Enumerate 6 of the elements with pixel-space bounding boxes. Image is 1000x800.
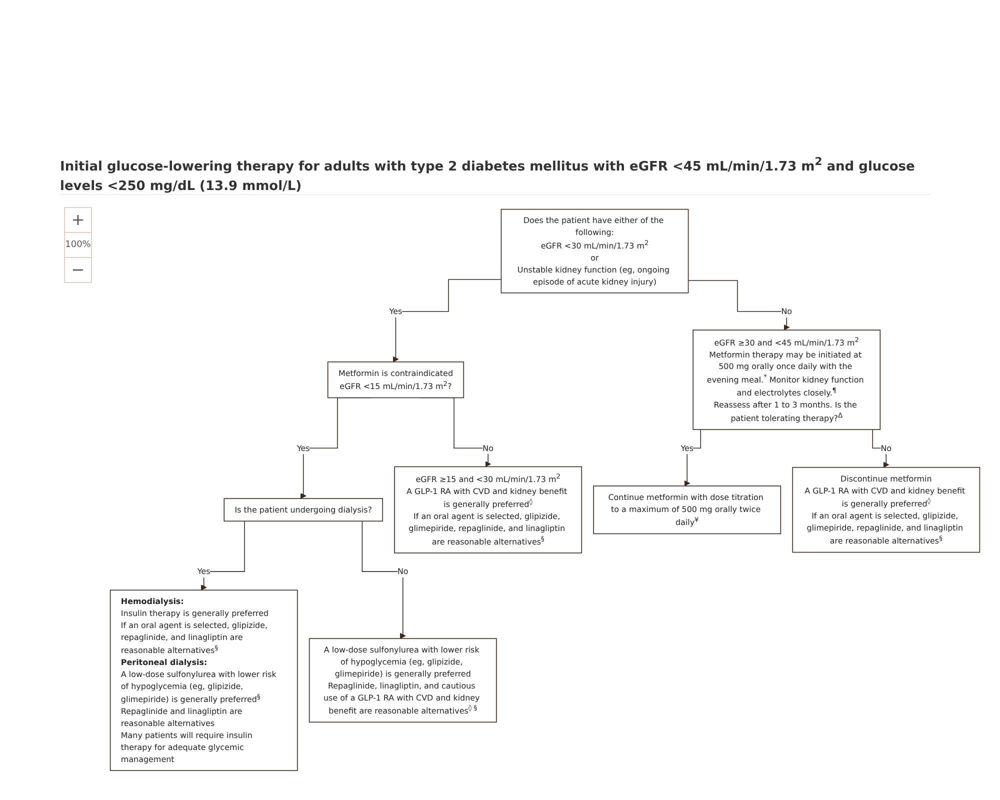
title: Initial glucose-lowering therapy for adults with type 2 diabetes mellitus with eGFR <45 mL/min/1.73 m$^{2}$ and glucose levels <250 mg/dL (13.9 mmol/L) [60, 154, 916, 196]
zoom-level: 100% [64, 232, 92, 258]
arrow [688, 280, 790, 330]
zoom-in-button: + [64, 207, 92, 233]
zoom-out-button: − [64, 257, 92, 283]
arrow [392, 279, 502, 362]
